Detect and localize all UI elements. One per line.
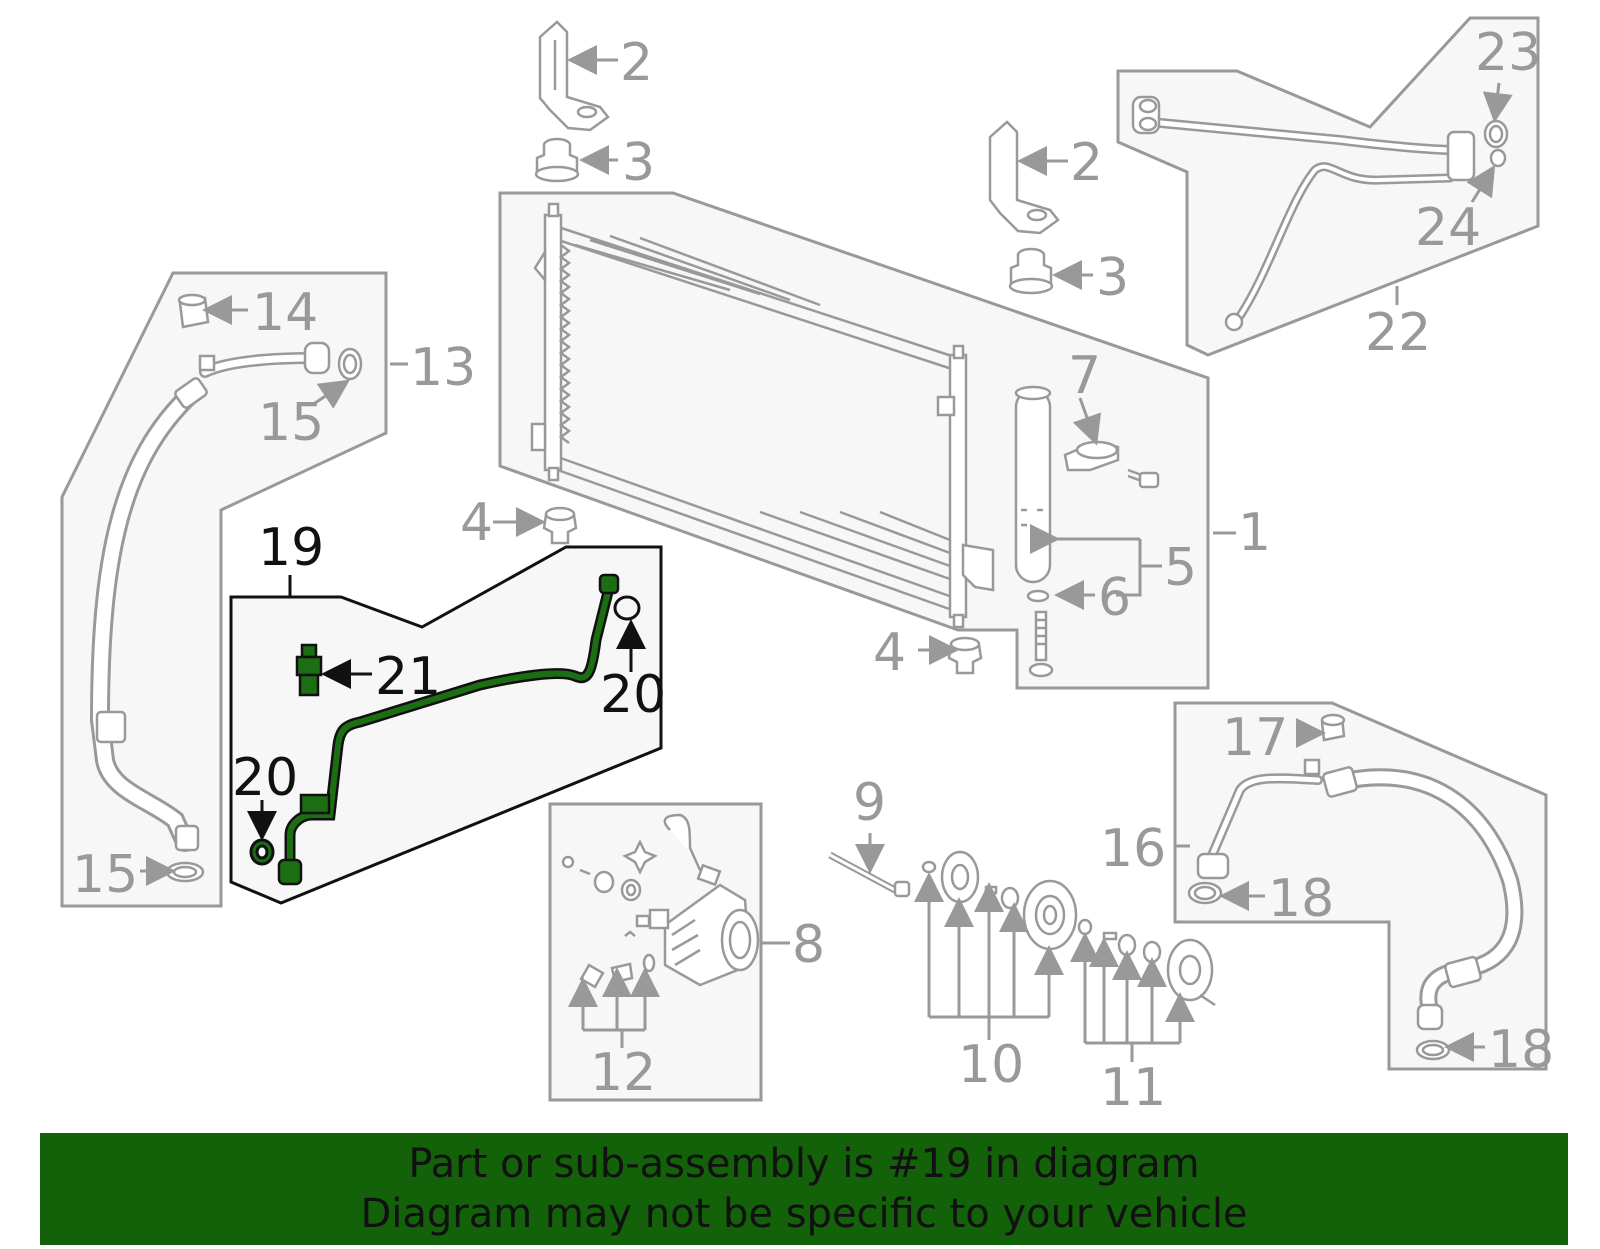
panel-pipe-19-highlighted [229, 545, 663, 905]
callout-10: 10 [958, 1035, 1024, 1095]
callout-18-upper: 18 [1268, 869, 1334, 929]
callout-13: 13 [410, 338, 476, 398]
liquid-line-drawing [1131, 95, 1509, 332]
callout-6: 6 [1098, 568, 1131, 628]
callout-22: 22 [1365, 303, 1431, 363]
callout-1: 1 [1238, 503, 1271, 563]
condenser-drawing [530, 202, 995, 629]
callout-5: 5 [1164, 538, 1197, 598]
o-ring-20-left-drawing [249, 838, 275, 866]
callout-4-left: 4 [460, 493, 493, 553]
callout-4-right: 4 [873, 623, 906, 683]
callout-20-right: 20 [600, 665, 666, 725]
callout-14: 14 [252, 283, 318, 343]
suction-hose-drawing [1187, 713, 1524, 1061]
callout-19: 19 [258, 518, 324, 578]
info-banner: Part or sub-assembly is #19 in diagram D… [40, 1133, 1568, 1245]
bracket-upper-right [988, 120, 1060, 235]
callout-11: 11 [1100, 1058, 1166, 1118]
callout-16: 16 [1100, 819, 1166, 879]
callout-18-lower: 18 [1488, 1020, 1554, 1080]
callout-15-lower: 15 [72, 845, 138, 905]
mount-upper-left [534, 137, 580, 183]
callout-7: 7 [1068, 346, 1101, 406]
callout-23: 23 [1475, 23, 1541, 83]
lower-mount-left [542, 506, 578, 545]
callout-9: 9 [853, 773, 886, 833]
callout-20-left: 20 [232, 748, 298, 808]
compressor-drawing [561, 813, 760, 989]
pipe-19-drawing [277, 573, 620, 886]
callout-15-upper: 15 [258, 393, 324, 453]
leader-lines-dark [247, 575, 646, 841]
callout-2-left: 2 [620, 33, 653, 93]
callout-8: 8 [792, 915, 825, 975]
leader-lines-grey [140, 45, 1513, 1062]
callout-2-right: 2 [1070, 133, 1103, 193]
panel-discharge-hose-13 [60, 271, 388, 908]
callout-3-left: 3 [622, 133, 655, 193]
callout-12: 12 [590, 1043, 656, 1103]
drier-clamp-drawing [1063, 440, 1160, 489]
callout-labels: 1 2 2 3 3 4 4 5 6 7 8 9 10 11 12 13 14 1… [72, 23, 1554, 1118]
callout-24: 24 [1415, 198, 1481, 258]
callout-17: 17 [1222, 708, 1288, 768]
callout-21: 21 [375, 647, 441, 707]
callout-3-right: 3 [1096, 248, 1129, 308]
discharge-hose-drawing [89, 293, 363, 883]
panel-liquid-line-22 [1116, 16, 1540, 357]
lower-mount-right [947, 636, 983, 675]
banner-line-1: Part or sub-assembly is #19 in diagram [408, 1141, 1200, 1187]
bracket-upper-left [538, 20, 610, 132]
banner-line-2: Diagram may not be specific to your vehi… [360, 1191, 1248, 1237]
mount-upper-right [1008, 247, 1054, 295]
